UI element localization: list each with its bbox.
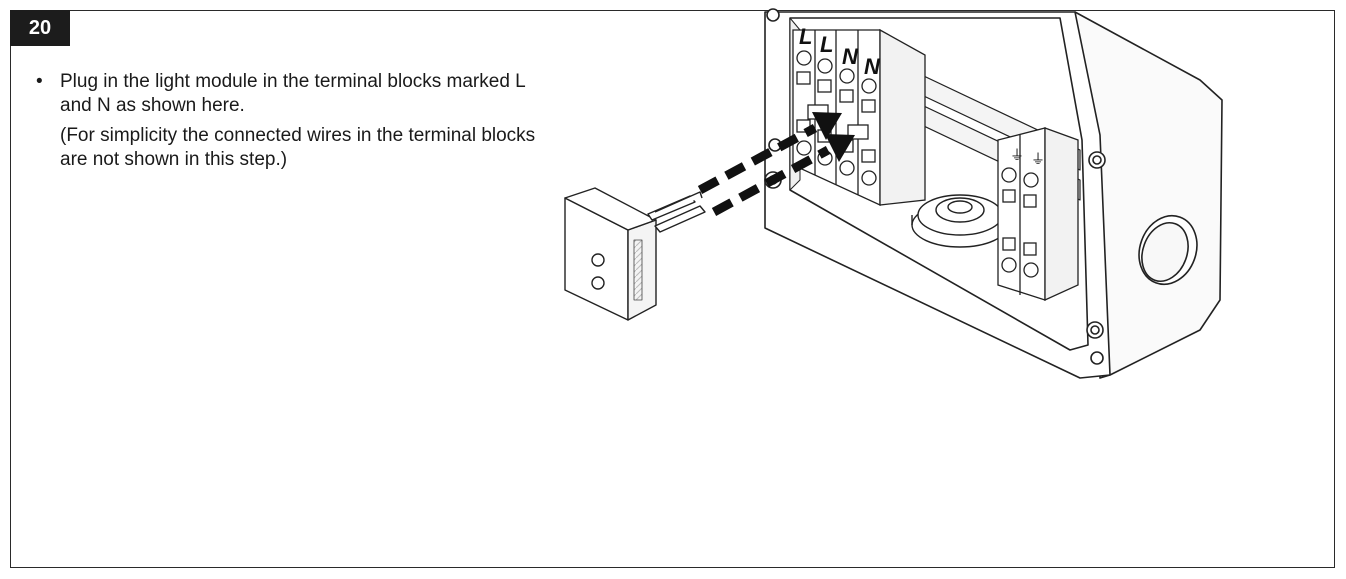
terminal-label-L2: L xyxy=(820,32,833,57)
instruction-block: • Plug in the light module in the termin… xyxy=(36,70,556,172)
instruction-bullet: • Plug in the light module in the termin… xyxy=(36,70,556,118)
arrow-head-icon xyxy=(825,134,855,162)
terminal-blocks-ground xyxy=(997,127,1079,302)
step-number-badge: 20 xyxy=(10,10,70,46)
ground-icon: ⏚ xyxy=(1010,148,1024,164)
ground-icon: ⏚ xyxy=(1031,152,1045,168)
terminal-label-N2: N xyxy=(864,54,881,79)
instruction-note: (For simplicity the connected wires in t… xyxy=(60,125,536,170)
page-frame xyxy=(10,10,1335,568)
dashed-arrow-N xyxy=(711,146,831,216)
instruction-text: Plug in the light module in the terminal… xyxy=(60,71,526,116)
arrow-head-icon xyxy=(812,112,842,140)
insertion-arrows xyxy=(697,124,831,216)
light-module xyxy=(564,187,706,321)
bullet-icon: • xyxy=(36,71,43,92)
arrow-heads xyxy=(812,112,855,162)
dashed-arrow-L xyxy=(697,124,818,194)
cable-gland xyxy=(911,194,1009,248)
terminal-label-L1: L xyxy=(799,24,812,49)
terminal-label-N1: N xyxy=(842,44,859,69)
